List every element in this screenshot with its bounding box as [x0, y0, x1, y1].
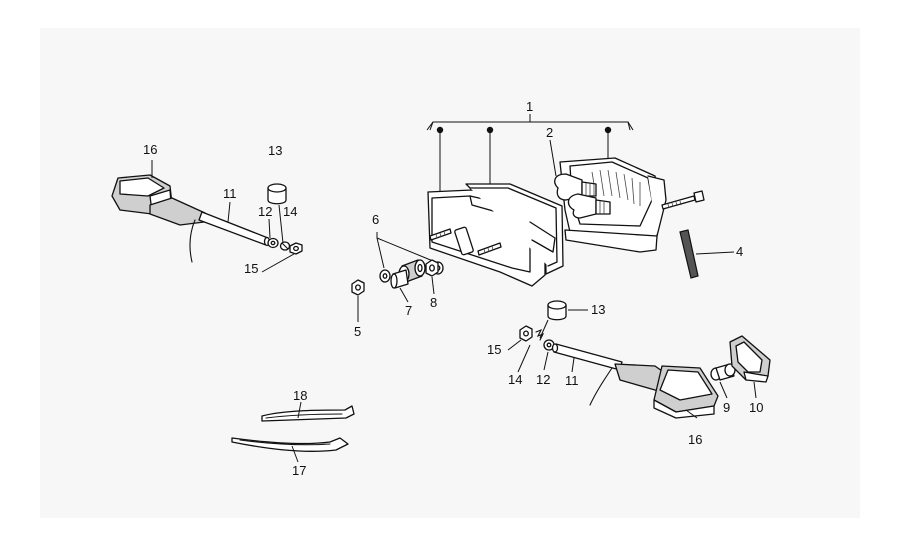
grommet-nut: [425, 259, 439, 277]
left-lock-washer: [279, 241, 291, 251]
callout-12-right: 12: [536, 372, 550, 387]
callout-13-left: 13: [268, 143, 282, 158]
left-stalk-tube: [198, 211, 271, 247]
left-stack-leader: [278, 204, 284, 244]
callout-17: 17: [292, 463, 306, 478]
trim-strip-upper: [261, 405, 355, 422]
callout-6: 6: [372, 212, 379, 227]
callout-13-right: 13: [591, 302, 605, 317]
callout-7: 7: [405, 303, 412, 318]
callout-10: 10: [749, 400, 763, 415]
callout-12-left: 12: [258, 204, 272, 219]
flange-nut: [351, 279, 365, 296]
right-lens: [729, 335, 771, 383]
reflector-strip: [679, 229, 699, 279]
left-turn-signal-housing: [111, 174, 206, 263]
callout-18: 18: [293, 388, 307, 403]
callout-labels: 1 2 4 5 6 7 8 9 10 11 11 12 12 13 13 14 …: [143, 99, 763, 478]
callout-2: 2: [546, 125, 553, 140]
mounting-screw: [661, 190, 705, 210]
callout-4: 4: [736, 244, 743, 259]
light-body: [559, 157, 667, 253]
callout-5: 5: [354, 324, 361, 339]
right-spacer: [547, 300, 567, 321]
left-nut: [289, 242, 303, 255]
callout-14-right: 14: [508, 372, 522, 387]
right-turn-signal-housing: [589, 363, 719, 419]
bulb-1: [554, 173, 597, 201]
callout-1: 1: [526, 99, 533, 114]
right-bulb: [710, 363, 736, 381]
lens-screws: [429, 228, 502, 256]
bushing: [390, 269, 409, 289]
callout-8: 8: [430, 295, 437, 310]
bulb-2: [567, 193, 611, 219]
callout-9: 9: [723, 400, 730, 415]
callout-11-left: 11: [223, 186, 237, 201]
right-nut: [519, 325, 533, 342]
right-lock-washer: [535, 328, 545, 341]
left-spacer: [267, 183, 287, 205]
left-turn-signal-assembly: [111, 174, 303, 263]
trim-strip-lower: [231, 437, 349, 452]
lens-gasket: [465, 183, 564, 275]
right-turn-signal-assembly: [519, 300, 771, 419]
tail-light-assembly: [351, 114, 705, 296]
callout-15-left: 15: [244, 261, 258, 276]
diagram-background: [40, 28, 860, 518]
callout-15-right: 15: [487, 342, 501, 357]
left-washer: [267, 237, 279, 249]
leader-lines: [151, 139, 757, 463]
callout-16-left: 16: [143, 142, 157, 157]
callout-14-left: 14: [283, 204, 297, 219]
callout-16-right: 16: [688, 432, 702, 447]
callout-11-right: 11: [565, 373, 579, 388]
